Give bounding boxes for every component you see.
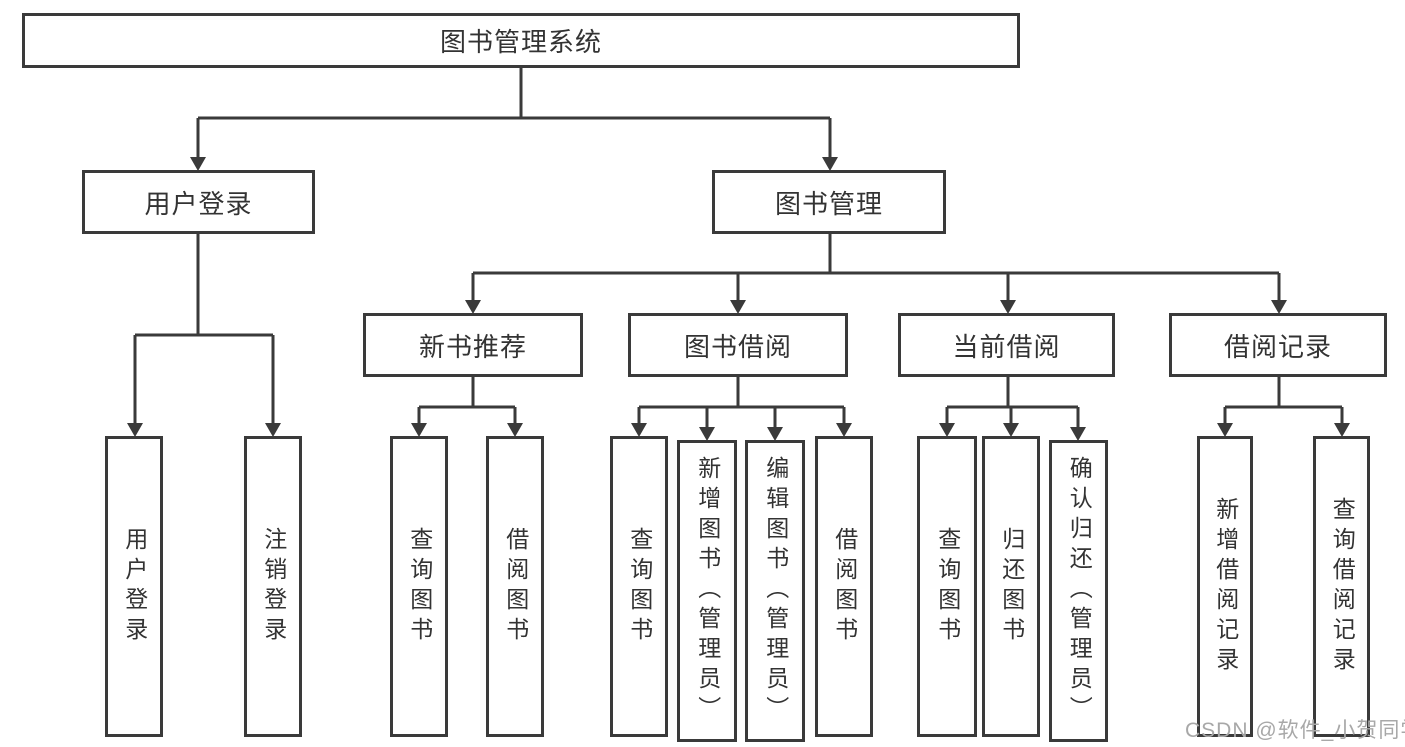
node-label: 当前借阅 <box>952 331 1061 362</box>
node-label: 图书管理系统 <box>439 27 602 57</box>
node-label: 借阅图书 <box>502 526 529 647</box>
node-label: 新书推荐 <box>418 331 527 362</box>
node-label: 用户登录 <box>144 188 253 219</box>
csdn-watermark: CSDN @软件_小贺同学 <box>1185 719 1405 742</box>
node-new-book-recommend: 新书推荐 <box>363 313 583 377</box>
node-book-management: 图书管理 <box>712 170 946 234</box>
leaf-user-login: 用户登录 <box>105 436 163 737</box>
node-label: 确认归还（管理员） <box>1066 456 1093 726</box>
node-library-management-system: 图书管理系统 <box>22 13 1020 68</box>
node-label: 图书管理 <box>774 188 883 219</box>
node-user-login: 用户登录 <box>82 170 315 234</box>
node-label: 查询图书 <box>934 526 961 647</box>
node-label: 借阅记录 <box>1223 331 1332 362</box>
leaf-confirm-return-admin: 确认归还（管理员） <box>1049 440 1108 742</box>
node-label: 归还图书 <box>998 526 1025 647</box>
leaf-edit-books-admin: 编辑图书（管理员） <box>745 440 805 742</box>
leaf-return-books: 归还图书 <box>982 436 1040 737</box>
node-label: 图书借阅 <box>683 331 792 362</box>
leaf-borrowing-query-books: 查询图书 <box>610 436 668 737</box>
node-label: 查询图书 <box>406 526 433 647</box>
leaf-current-query-books: 查询图书 <box>917 436 977 737</box>
node-label: 注销登录 <box>260 526 287 647</box>
leaf-borrow-books: 借阅图书 <box>815 436 873 737</box>
leaf-recommend-query-books: 查询图书 <box>390 436 448 737</box>
node-label: 新增图书（管理员） <box>694 456 721 726</box>
leaf-logout: 注销登录 <box>244 436 302 737</box>
node-label: 新增借阅记录 <box>1212 496 1239 677</box>
node-label: 查询图书 <box>626 526 653 647</box>
leaf-add-books-admin: 新增图书（管理员） <box>677 440 737 742</box>
node-label: 借阅图书 <box>831 526 858 647</box>
node-label: 编辑图书（管理员） <box>762 456 789 726</box>
node-book-borrowing: 图书借阅 <box>628 313 848 377</box>
node-label: 查询借阅记录 <box>1329 496 1356 677</box>
node-label: 用户登录 <box>121 526 148 647</box>
node-borrowing-records: 借阅记录 <box>1169 313 1387 377</box>
node-current-borrowing: 当前借阅 <box>898 313 1115 377</box>
leaf-recommend-borrow-books: 借阅图书 <box>486 436 544 737</box>
leaf-add-borrow-record: 新增借阅记录 <box>1197 436 1253 737</box>
leaf-query-borrow-record: 查询借阅记录 <box>1313 436 1370 737</box>
